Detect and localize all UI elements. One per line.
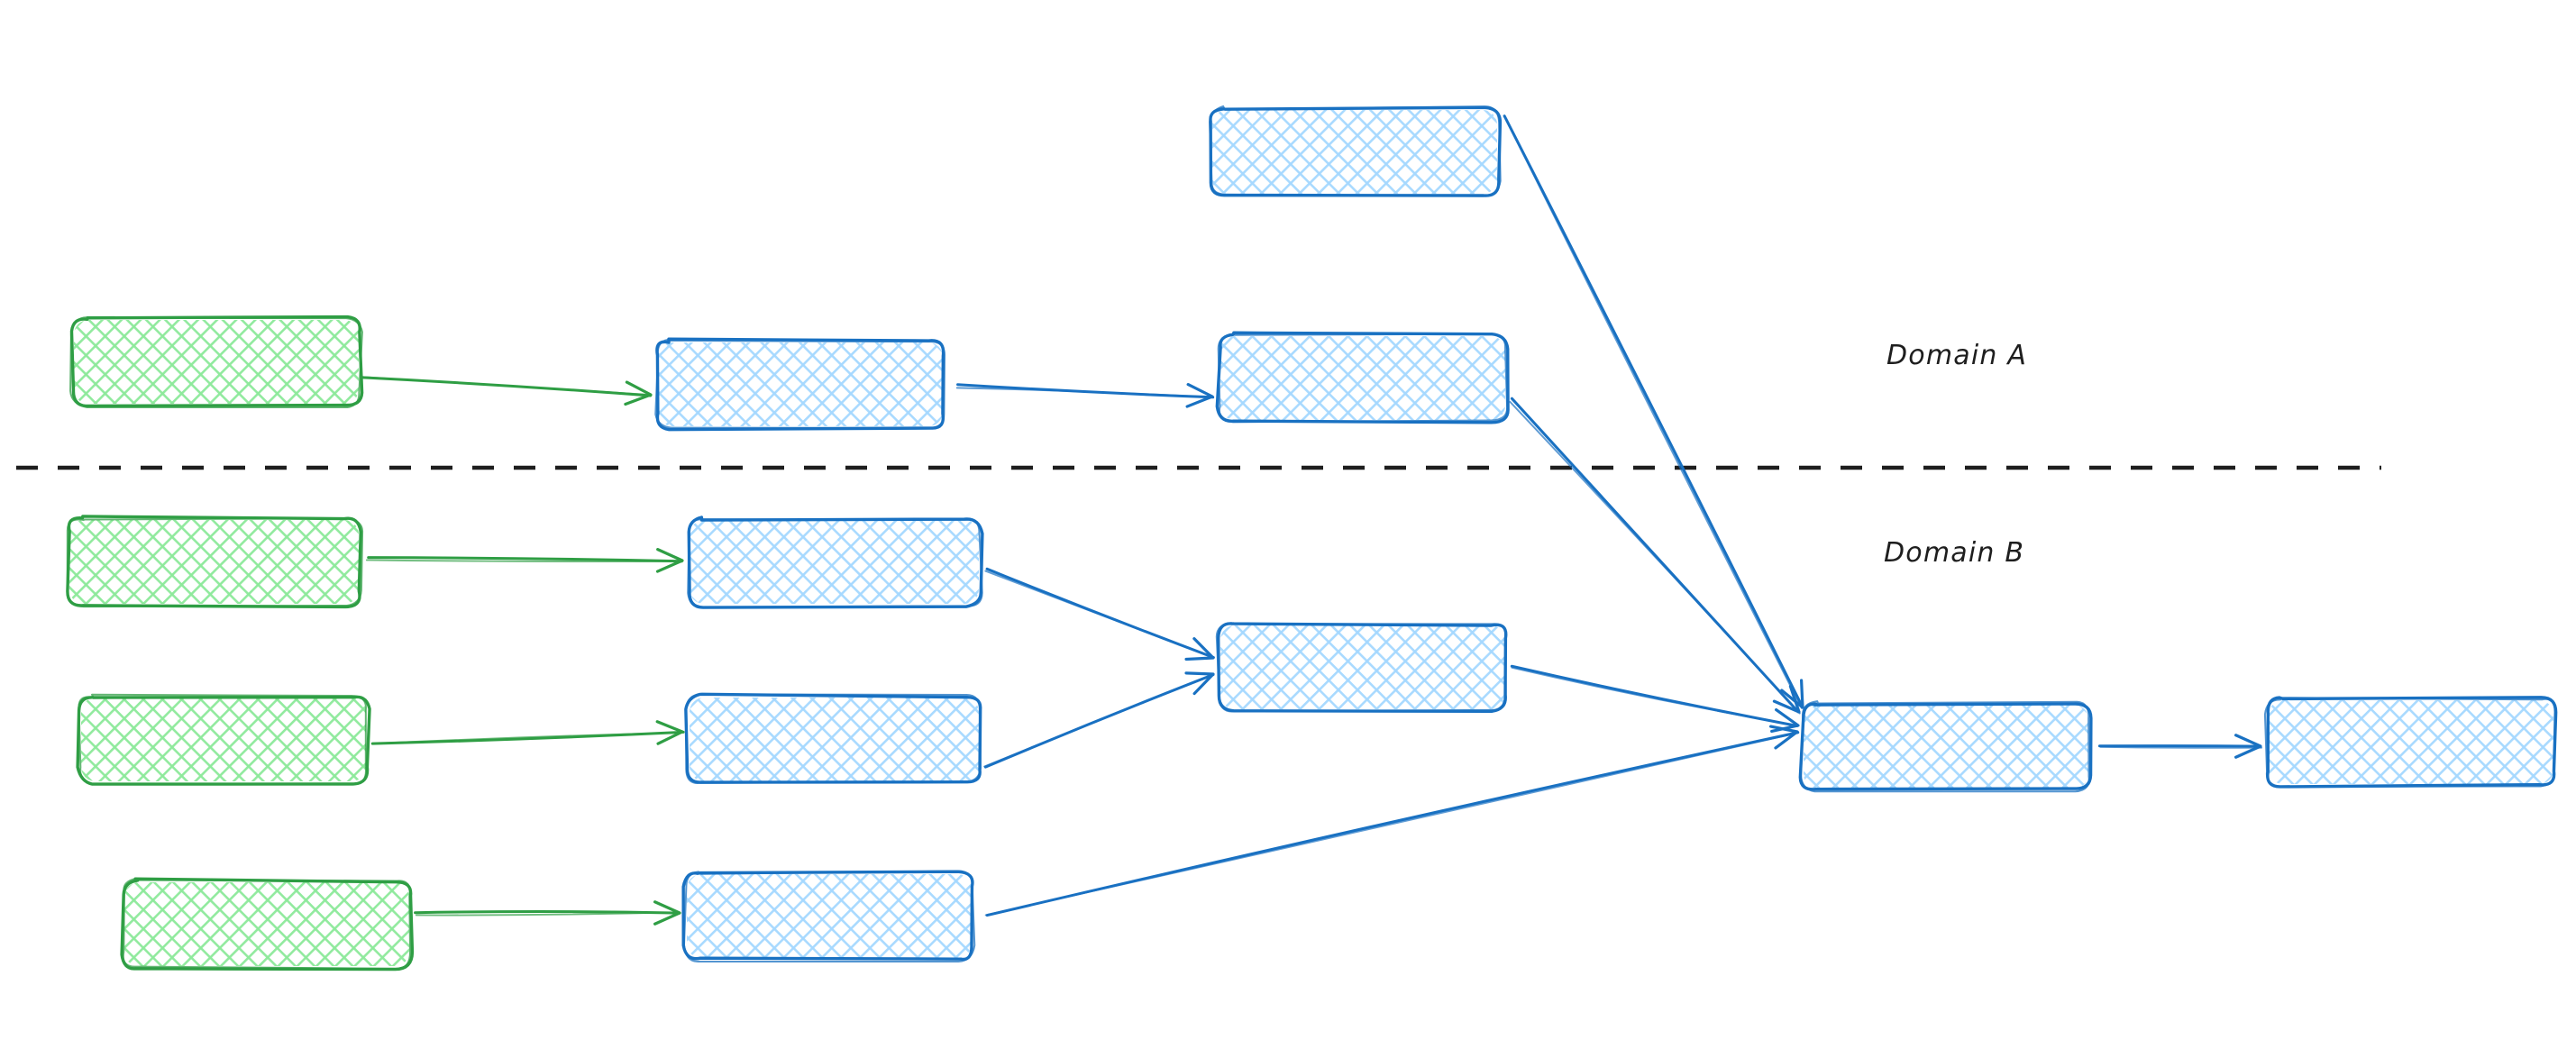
edge-src-a1-to-proc-a1[interactable] <box>361 376 653 406</box>
sink-node-b1-outline <box>1798 702 2093 791</box>
sink-node-b2[interactable] <box>2263 696 2558 789</box>
aggregate-node-b1-fill <box>1220 625 1505 709</box>
nodes-layer <box>66 105 2558 971</box>
process-node-b2-outline <box>685 693 982 785</box>
process-node-b3-fill <box>687 874 972 958</box>
source-node-b3[interactable] <box>120 877 415 971</box>
process-node-b3-outline <box>683 870 976 963</box>
aggregate-node-b1-outline <box>1215 622 1507 713</box>
sink-node-b2-outline <box>2263 697 2556 788</box>
edges-layer <box>361 114 2263 926</box>
process-node-a-top-fill <box>1212 110 1497 194</box>
edge-agg-b1-to-sink-b1-line <box>1511 666 1799 727</box>
aggregate-node-b1[interactable] <box>1215 622 1508 714</box>
edge-proc-b1-to-agg-b1-line <box>984 570 1214 659</box>
edge-proc-a0-to-sink-b1-line <box>1504 117 1803 709</box>
edge-proc-b3-to-sink-b1-line <box>984 732 1798 917</box>
source-node-b2-fill <box>81 698 366 781</box>
edge-proc-a2-to-sink-b1[interactable] <box>1509 397 1801 715</box>
process-node-a1-fill <box>658 342 943 426</box>
edge-proc-a0-to-sink-b1-arrowhead <box>1780 679 1804 709</box>
source-node-b1-fill <box>69 520 359 604</box>
domain-b-label: Domain B <box>1884 537 2024 569</box>
process-node-b2-fill <box>690 698 979 781</box>
edge-proc-a2-to-sink-b1-arrowhead <box>1772 684 1801 714</box>
edge-proc-a1-to-proc-a2[interactable] <box>955 383 1215 408</box>
process-node-a1-outline <box>654 338 946 429</box>
process-node-a1[interactable] <box>654 337 946 432</box>
sink-node-b2-fill <box>2269 700 2553 784</box>
edge-proc-b3-to-sink-b1-arrowhead <box>1768 725 1799 750</box>
source-node-b2-outline <box>78 693 367 786</box>
edge-src-b1-to-proc-b1-arrowhead <box>655 548 684 573</box>
process-node-a2-fill <box>1220 336 1505 420</box>
sink-node-b1-fill <box>1804 705 2088 789</box>
domain-a-label: Domain A <box>1886 340 2027 371</box>
edge-src-b3-to-proc-b3-arrowhead <box>653 900 681 926</box>
source-node-b3-fill <box>124 882 409 966</box>
edge-proc-b2-to-agg-b1[interactable] <box>983 671 1215 769</box>
edge-proc-a1-to-proc-a2-arrowhead <box>1185 383 1214 408</box>
edge-src-b2-to-proc-b2-line <box>372 731 683 745</box>
edge-proc-b3-to-sink-b1[interactable] <box>984 725 1800 917</box>
edge-proc-b1-to-agg-b1-arrowhead <box>1184 637 1215 661</box>
process-node-a2[interactable] <box>1215 331 1510 424</box>
edge-sink-b1-to-sink-b2-line <box>2099 745 2263 749</box>
edge-src-b1-to-proc-b1-line <box>365 559 683 562</box>
edge-src-a1-to-proc-a1-arrowhead <box>624 380 653 406</box>
edge-src-b3-to-proc-b3-line <box>415 911 681 917</box>
source-node-b1-outline <box>66 517 364 608</box>
edge-src-b2-to-proc-b2[interactable] <box>370 720 685 745</box>
source-node-a1-fill <box>74 320 359 404</box>
process-node-a-top-outline <box>1209 105 1502 197</box>
sink-node-b1[interactable] <box>1798 700 2093 793</box>
edge-proc-b2-to-agg-b1-line <box>983 674 1215 768</box>
process-node-b1-outline <box>687 518 983 608</box>
edge-proc-b1-to-agg-b1[interactable] <box>984 567 1215 661</box>
edge-src-b1-to-proc-b1-line <box>367 556 683 563</box>
source-node-a1-outline <box>69 315 363 409</box>
edge-agg-b1-to-sink-b1[interactable] <box>1510 664 1800 734</box>
edge-proc-a2-to-sink-b1-line <box>1509 400 1801 715</box>
source-node-b3-outline <box>122 877 412 970</box>
edge-src-b2-to-proc-b2-arrowhead <box>655 720 684 745</box>
edge-src-b3-to-proc-b3[interactable] <box>414 900 681 926</box>
edge-sink-b1-to-sink-b2-arrowhead <box>2234 734 2262 759</box>
source-node-b1[interactable] <box>66 515 364 609</box>
process-node-a2-outline <box>1217 333 1509 424</box>
source-node-b2[interactable] <box>76 693 371 786</box>
process-node-b3[interactable] <box>681 870 976 963</box>
edge-agg-b1-to-sink-b1-line <box>1510 664 1799 727</box>
edge-proc-a0-to-sink-b1[interactable] <box>1503 114 1804 709</box>
edge-proc-a0-to-sink-b1-line <box>1503 114 1804 709</box>
source-node-a1[interactable] <box>69 315 364 409</box>
edge-proc-b2-to-agg-b1-arrowhead <box>1184 671 1215 696</box>
process-node-b1[interactable] <box>687 515 984 609</box>
process-node-b2[interactable] <box>684 692 982 785</box>
sink-node-b1-outline <box>1800 700 2090 793</box>
edge-sink-b1-to-sink-b2[interactable] <box>2097 734 2263 759</box>
edge-sink-b1-to-sink-b2-line <box>2097 744 2261 748</box>
edge-src-b1-to-proc-b1[interactable] <box>365 548 684 573</box>
domain-labels-group: Domain A Domain B <box>1884 340 2027 569</box>
edge-proc-a1-to-proc-a2-line <box>955 387 1215 398</box>
edge-src-a1-to-proc-a1-line <box>361 376 652 397</box>
process-node-a-top[interactable] <box>1209 105 1503 197</box>
process-node-b1-fill <box>690 520 979 604</box>
